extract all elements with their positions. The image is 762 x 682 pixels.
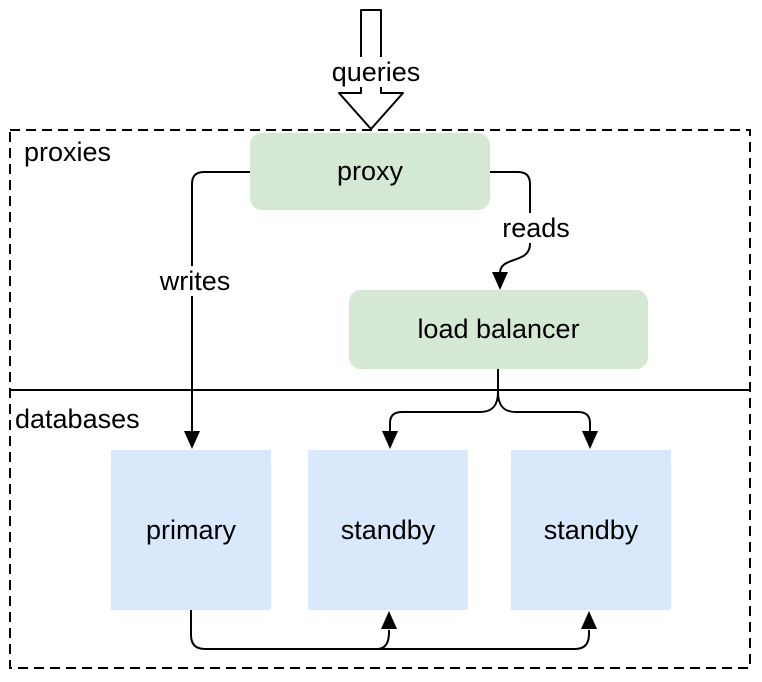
node-load-balancer-label: load balancer xyxy=(417,314,580,344)
edge-label-reads: reads xyxy=(489,213,583,243)
edge-label-writes: writes xyxy=(148,266,242,296)
node-standby1-label: standby xyxy=(340,514,436,545)
arrowhead-down-icon xyxy=(492,272,508,290)
node-proxy-label: proxy xyxy=(336,156,404,186)
arrowhead-down-icon xyxy=(582,431,598,449)
node-proxy: proxy xyxy=(250,133,490,210)
edge-load-balancer-to-standbys xyxy=(382,369,598,449)
node-primary-database: primary xyxy=(111,450,271,610)
node-standby-database-2: standby xyxy=(511,450,671,610)
group-label-databases: databases xyxy=(15,404,140,434)
edge-writes-proxy-to-primary xyxy=(184,171,250,449)
group-label-proxies: proxies xyxy=(24,137,112,167)
edge-primary-to-standbys-replication xyxy=(190,610,597,650)
node-primary-label: primary xyxy=(145,514,236,545)
edge-label-queries: queries xyxy=(320,57,432,87)
arrowhead-up-icon xyxy=(581,611,597,629)
arrowhead-down-icon xyxy=(184,431,200,449)
node-standby-database-1: standby xyxy=(308,450,468,610)
arrowhead-down-icon xyxy=(382,431,398,449)
node-standby2-label: standby xyxy=(543,514,639,545)
node-load-balancer: load balancer xyxy=(349,290,648,369)
arrowhead-up-icon xyxy=(381,611,397,629)
